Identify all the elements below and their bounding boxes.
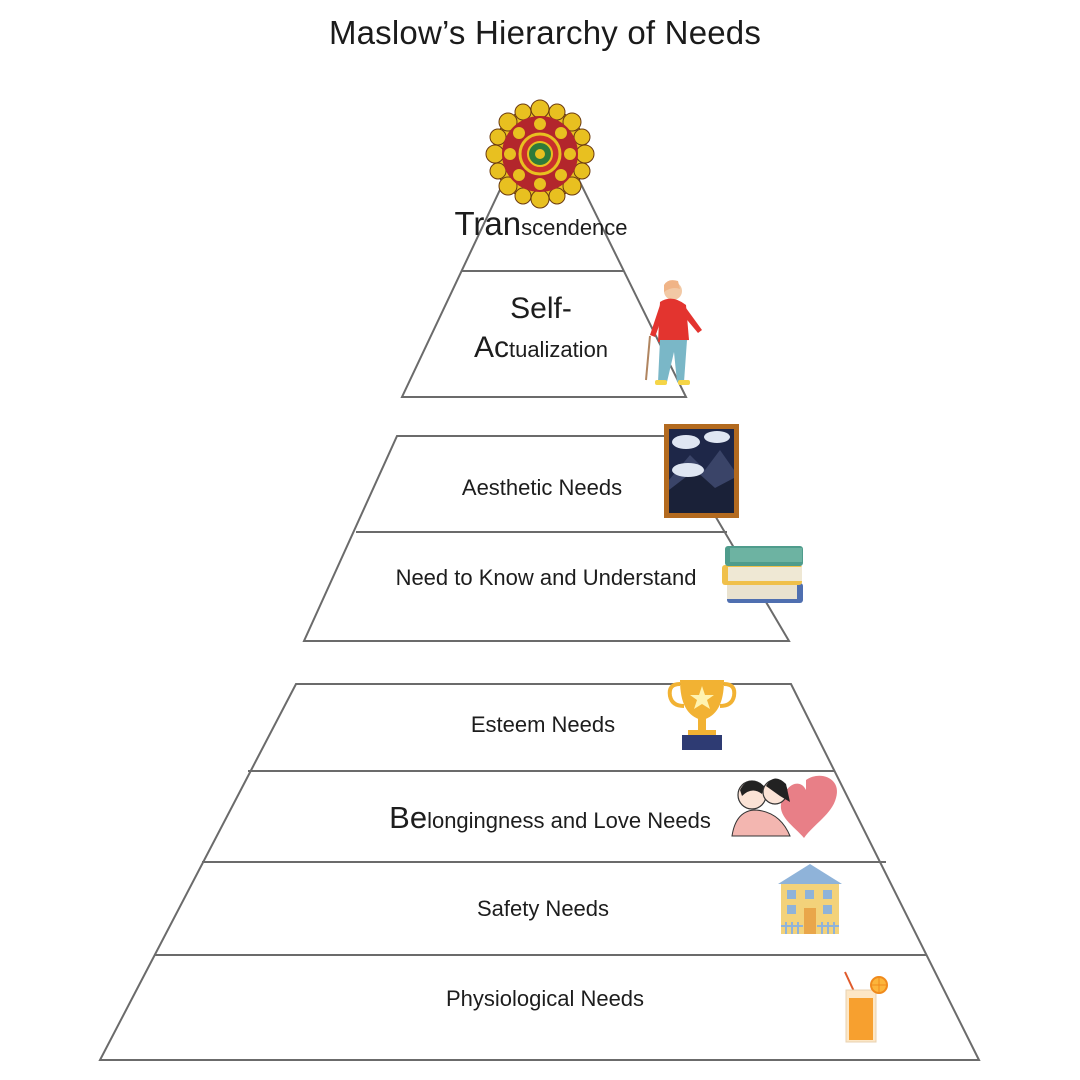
label-self-actualization-line2: Actualization	[474, 331, 608, 364]
trophy-icon	[667, 680, 737, 750]
couple-heart-icon	[731, 775, 838, 838]
top-pyramid-outline	[400, 100, 688, 398]
label-esteem-needs: Esteem Needs	[471, 712, 615, 737]
page-title: Maslow’s Hierarchy of Needs	[328, 14, 762, 51]
book-stack-icon	[722, 546, 803, 603]
label-belonging-needs: Belongingness and Love Needs	[389, 800, 711, 835]
framed-painting-icon	[664, 424, 739, 518]
bottom-trapezoid-outline	[98, 683, 981, 1061]
mandala-icon	[485, 99, 595, 209]
middle-trapezoid-outline	[302, 435, 791, 642]
label-safety-needs: Safety Needs	[477, 896, 609, 921]
label-transcendence: Transcendence	[454, 205, 627, 242]
walking-person-icon	[645, 280, 702, 385]
label-physiological-needs: Physiological Needs	[446, 986, 644, 1011]
label-need-to-know: Need to Know and Understand	[396, 565, 697, 590]
label-aesthetic-needs: Aesthetic Needs	[462, 475, 622, 500]
label-self-actualization-line1: Self-	[510, 292, 572, 325]
house-icon	[778, 864, 842, 934]
orange-juice-icon	[844, 971, 888, 1043]
